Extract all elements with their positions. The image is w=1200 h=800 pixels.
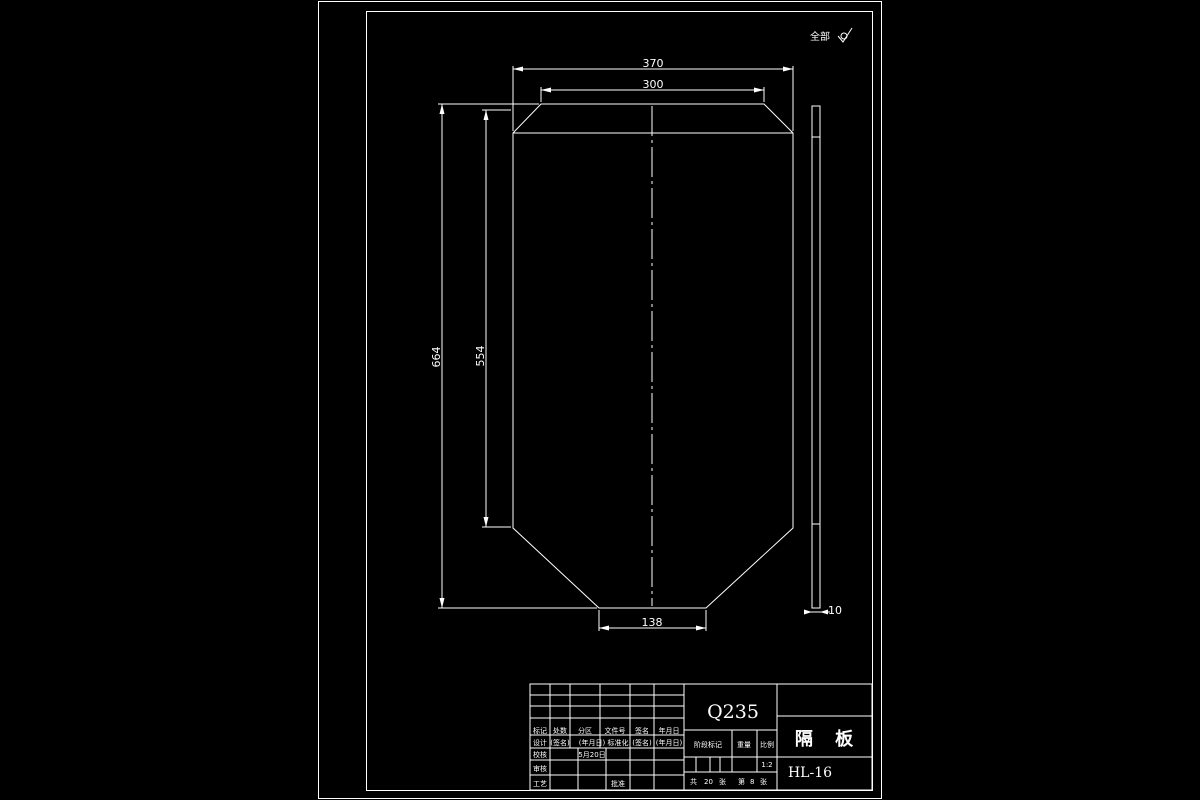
dimension-arrows (439, 66, 828, 631)
roughness-circle (840, 32, 848, 40)
tb-header-zone: 分区 (578, 726, 592, 735)
title-block-grid (529, 683, 873, 791)
dim-10-label: 10 (828, 604, 842, 617)
tb-sheet-total: 20 (704, 778, 713, 786)
tb-date-note2: (年月日) (656, 738, 683, 747)
tb-scale: 比例 (760, 740, 774, 749)
roughness-label: 全部 (810, 30, 830, 43)
tb-header-date: 年月日 (659, 726, 680, 735)
tb-role-process: 工艺 (533, 780, 547, 788)
dim-370-label: 370 (643, 57, 664, 70)
tb-stage-mark: 阶段标记 (694, 740, 722, 749)
tb-std-note: 标准化 (608, 738, 629, 747)
tb-header-sign: 签名 (635, 726, 649, 735)
outer-border (318, 1, 882, 799)
tb-sheet-no-prefix: 第 (738, 777, 745, 786)
tb-header-count: 处数 (553, 726, 567, 735)
tb-scale-value: 1:2 (761, 761, 772, 769)
tb-drawing-no: HL-16 (788, 765, 832, 781)
tb-header-doc: 文件号 (605, 726, 626, 735)
tb-sheet-total-prefix: 共 (690, 777, 697, 786)
tb-part-name: 隔 板 (795, 728, 861, 750)
dim-138-label: 138 (642, 616, 663, 629)
tb-sheet-no-unit: 张 (760, 777, 767, 786)
tb-check-date: 5月20日 (578, 751, 605, 759)
tb-role-design: 设计 (533, 738, 547, 747)
tb-sign-note2: (签名) (632, 738, 652, 747)
tb-sheet-no: 8 (750, 778, 754, 786)
tb-approve: 批准 (611, 779, 625, 788)
plate-outline (512, 103, 794, 609)
side-view (811, 105, 821, 609)
tb-role-check: 校核 (533, 750, 547, 759)
tb-sheet-unit: 张 (719, 777, 726, 786)
tb-weight: 重量 (737, 741, 751, 749)
tb-role-review: 审核 (533, 764, 547, 773)
dim-300-label: 300 (643, 78, 664, 91)
roughness-symbol (837, 27, 853, 43)
dim-664-label: 664 (430, 347, 443, 368)
tb-header-mark: 标记 (533, 726, 547, 735)
tb-material: Q235 (707, 701, 759, 723)
tb-date-note: (年月日) (579, 738, 606, 747)
tb-sign-note: (签名) (550, 738, 570, 747)
dim-554-label: 554 (474, 346, 487, 367)
